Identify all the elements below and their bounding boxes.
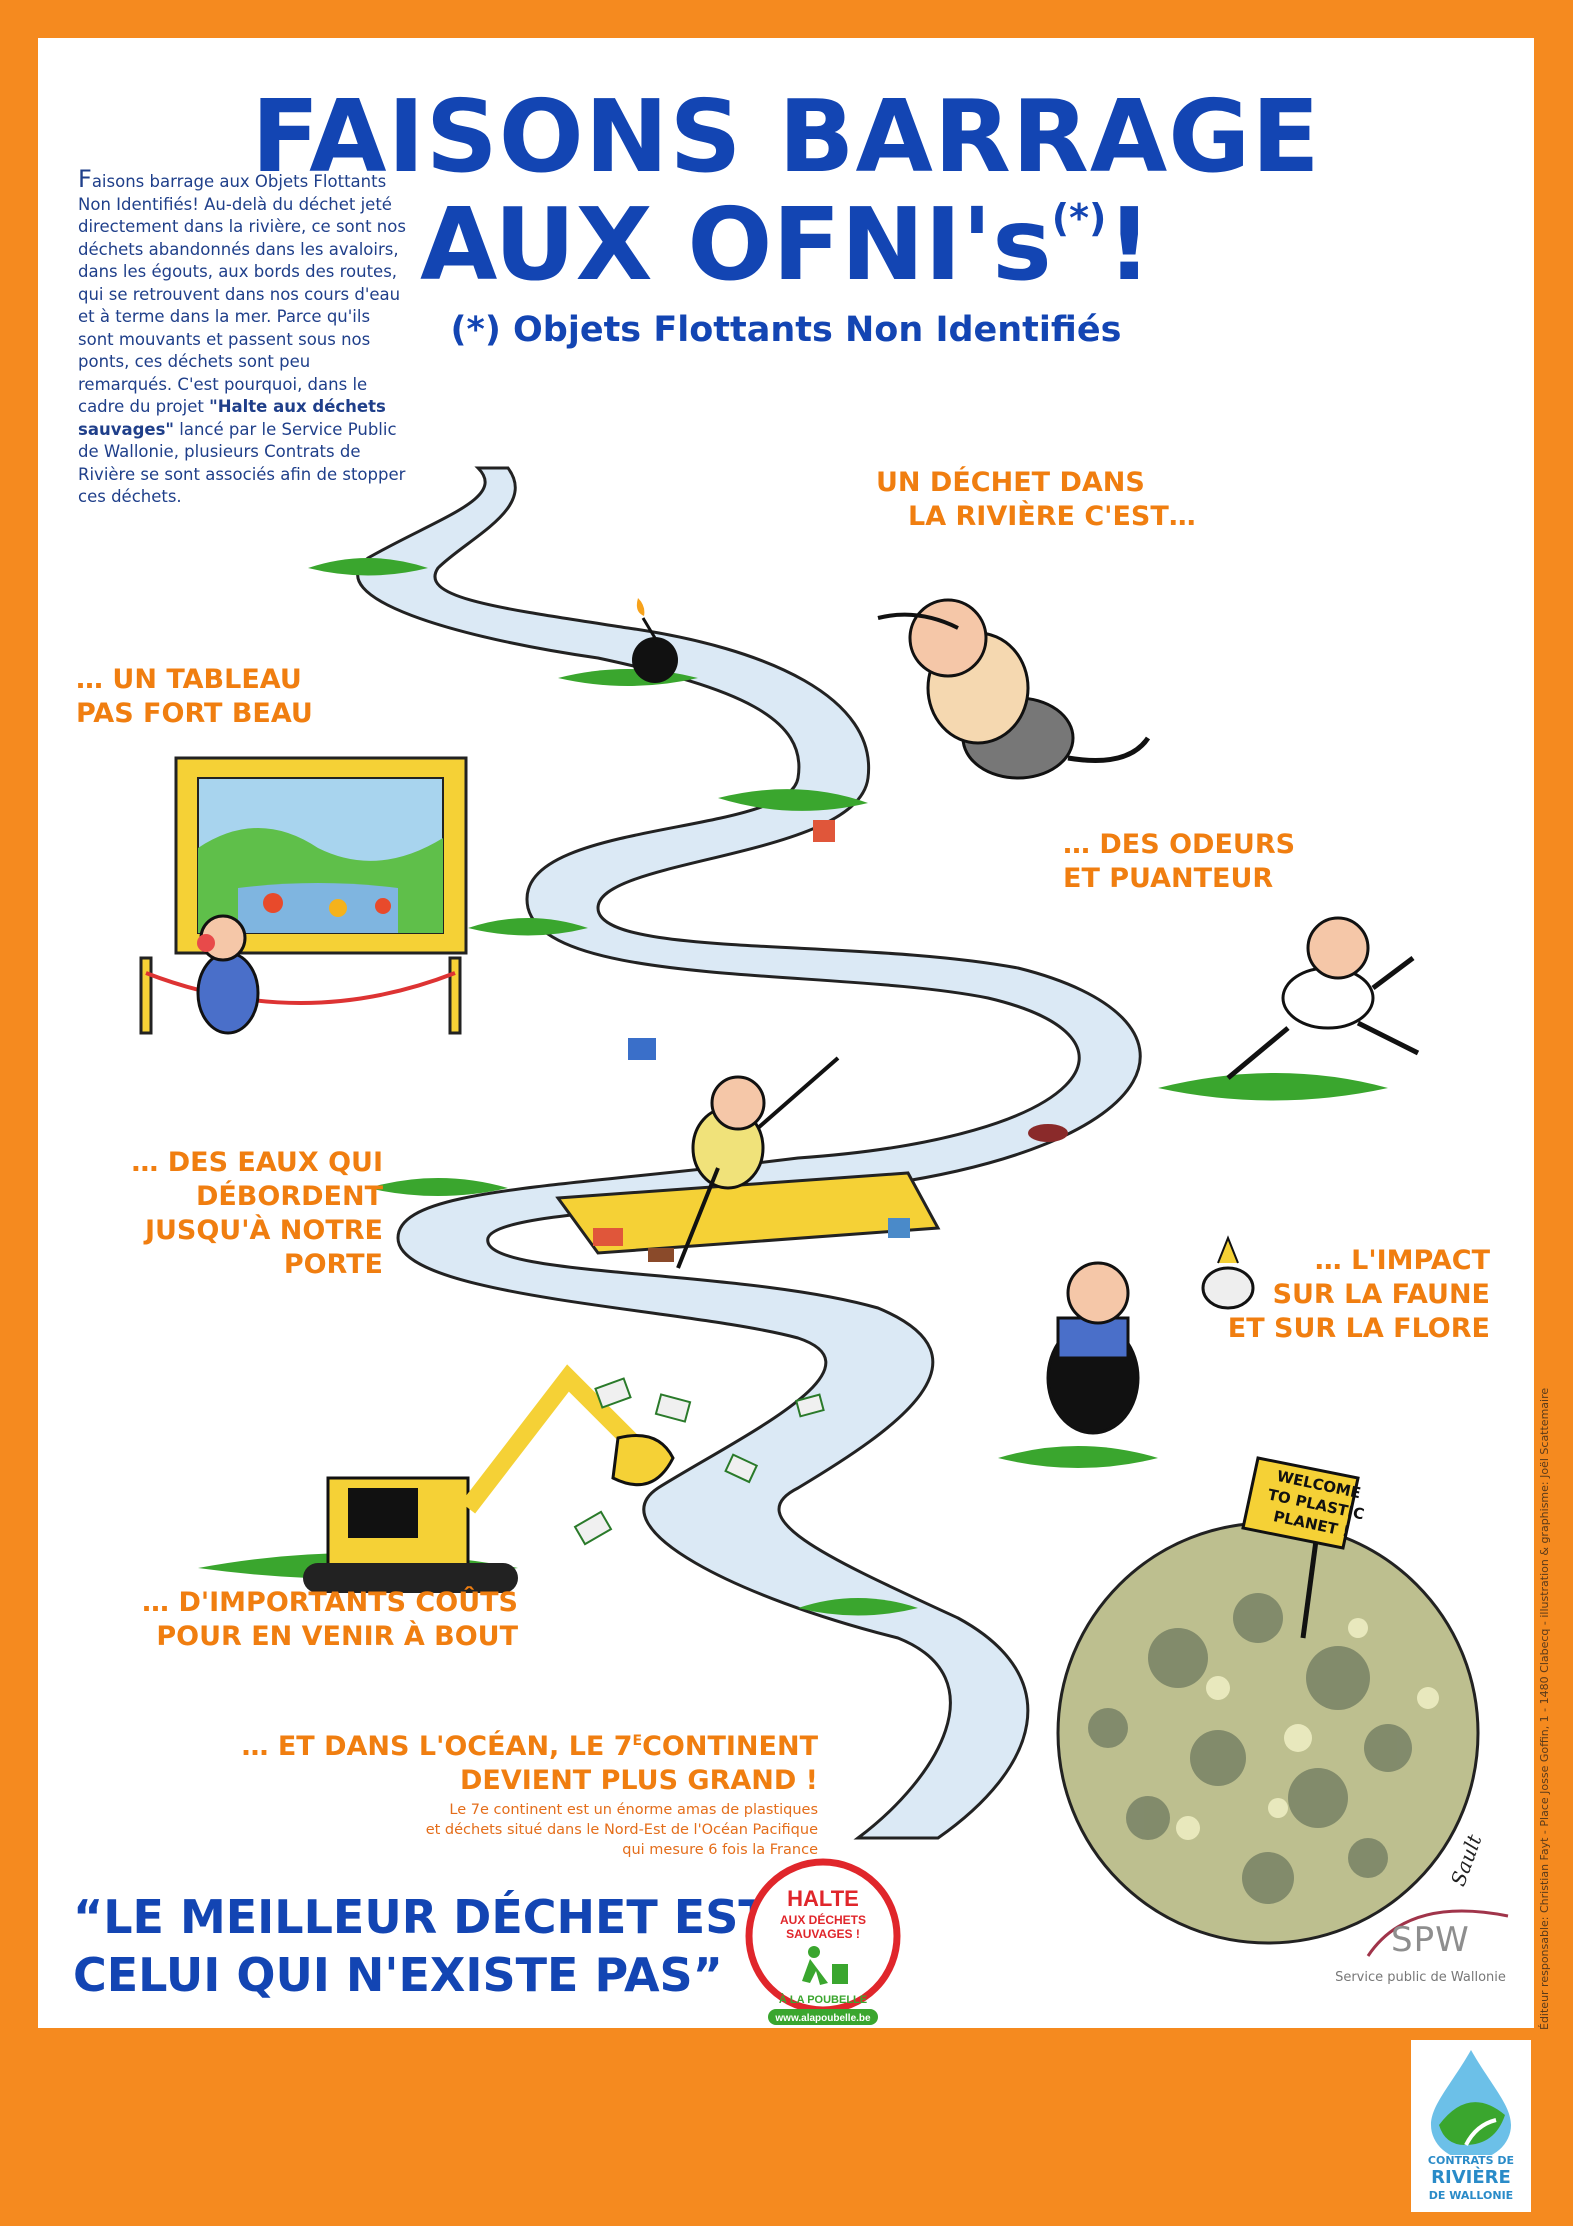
- intro-text-2: lancé par le Service Public de Wallonie,…: [78, 419, 406, 507]
- halte-url: www.alapoubelle.be: [774, 2013, 871, 2024]
- caption-impact: … L'IMPACT SUR LA FAUNE ET SUR LA FLORE: [1138, 1244, 1490, 1346]
- halte-line-4: À LA POUBELLE: [779, 1993, 867, 2006]
- title-asterisk-note: (*): [1051, 196, 1107, 240]
- caption-river-l1: UN DÉCHET DANS: [876, 467, 1145, 498]
- caption-odeurs: … DES ODEURS ET PUANTEUR: [1063, 828, 1295, 896]
- bird-man-figure: [1046, 1235, 1255, 1435]
- intro-paragraph: Faisons barrage aux Objets Flottants Non…: [78, 165, 408, 509]
- poster-sheet: WELCOME TO PLASTIC PLANET ! Sault FAISON…: [38, 38, 1534, 2028]
- caption-couts-l2: POUR EN VENIR À BOUT: [156, 1621, 518, 1652]
- title-line-2-end: !: [1106, 186, 1152, 303]
- floating-debris: [593, 820, 1068, 1262]
- river-illustration: WELCOME TO PLASTIC PLANET ! Sault: [139, 466, 1487, 1945]
- intro-text-1: aisons barrage aux Objets Flottants Non …: [78, 172, 406, 416]
- continent-note-l1: Le 7e continent est un énorme amas de pl…: [449, 1802, 818, 1818]
- caption-eaux-l4: PORTE: [283, 1249, 383, 1280]
- plastic-planet: [1056, 1521, 1480, 1945]
- intro-dropcap: F: [78, 165, 92, 193]
- caption-ocean: … ET DANS L'OCÉAN, LE 7ECONTINENT DEVIEN…: [188, 1724, 818, 1798]
- museum-barrier: [139, 956, 462, 1035]
- continent-note: Le 7e continent est un énorme amas de pl…: [338, 1800, 818, 1860]
- slogan-line-2: CELUI QUI N'EXISTE PAS”: [73, 1948, 723, 2002]
- visitor-figure: [196, 914, 260, 1035]
- painting: [174, 756, 468, 955]
- editor-line: Éditeur responsable: Christian Fayt - Pl…: [1538, 1387, 1551, 2030]
- river: [356, 466, 1142, 1840]
- caption-river: UN DÉCHET DANS LA RIVIÈRE C'EST…: [758, 466, 1228, 534]
- title-line-2-text: AUX OFNI's: [419, 186, 1052, 303]
- caption-tableau-l2: PAS FORT BEAU: [76, 698, 313, 729]
- halte-line-1: HALTE: [787, 1886, 859, 1911]
- caption-ocean-l1sup: E: [632, 1733, 643, 1749]
- title-subtitle: (*) Objets Flottants Non Identifiés: [450, 310, 1122, 350]
- caption-impact-l2: SUR LA FAUNE: [1272, 1279, 1490, 1310]
- caption-ocean-l1: … ET DANS L'OCÉAN, LE 7ECONTINENT: [188, 1724, 818, 1764]
- caption-eaux-l2: DÉBORDENT: [195, 1181, 383, 1212]
- caption-impact-l3: ET SUR LA FLORE: [1227, 1313, 1490, 1344]
- trash-person-icon: [802, 1946, 848, 1985]
- continent-note-l3: qui mesure 6 fois la France: [622, 1842, 818, 1858]
- spw-logo: SPW Service public de Wallonie: [1328, 1898, 1513, 2018]
- caption-ocean-l1b: CONTINENT: [642, 1731, 818, 1762]
- halte-logo: HALTE AUX DÉCHETS SAUVAGES ! À LA POUBEL…: [745, 1858, 901, 2025]
- cr-line-1: CONTRATS DE: [1427, 2154, 1515, 2167]
- caption-odeurs-l2: ET PUANTEUR: [1063, 863, 1274, 894]
- caption-tableau: … UN TABLEAU PAS FORT BEAU: [76, 663, 313, 731]
- slogan-line-1: “LE MEILLEUR DÉCHET EST: [73, 1890, 770, 1944]
- continent-note-l2: et déchets situé dans le Nord-Est de l'O…: [425, 1822, 818, 1838]
- artist-signature: Sault: [1446, 1830, 1487, 1889]
- bomb-icon: [632, 598, 678, 683]
- plastic-planet-sign: WELCOME TO PLASTIC PLANET !: [1241, 1456, 1366, 1639]
- caption-ocean-l2: DEVIENT PLUS GRAND !: [459, 1765, 818, 1796]
- caption-river-l2: LA RIVIÈRE C'EST…: [908, 501, 1196, 532]
- spw-swoosh-icon: [1366, 1909, 1509, 1957]
- cr-line-2: RIVIÈRE: [1431, 2167, 1511, 2188]
- caption-eaux-l1: … DES EAUX QUI: [131, 1147, 383, 1178]
- caption-ocean-l1a: … ET DANS L'OCÉAN, LE 7: [241, 1731, 633, 1762]
- caption-eaux-l3: JUSQU'À NOTRE: [144, 1215, 383, 1246]
- caption-odeurs-l1: … DES ODEURS: [1063, 829, 1296, 860]
- caption-eaux: … DES EAUX QUI DÉBORDENT JUSQU'À NOTRE P…: [78, 1146, 383, 1282]
- intro-project-name: "Halte aux déchets sauvages": [78, 397, 386, 439]
- water-drop-icon: [1431, 2050, 1511, 2155]
- running-man-figure: [1226, 916, 1420, 1080]
- halte-line-3: SAUVAGES !: [786, 1927, 860, 1941]
- title-line-1: FAISONS BARRAGE: [251, 78, 1321, 195]
- caption-tableau-l1: … UN TABLEAU: [76, 664, 302, 695]
- spw-word: SPW: [1391, 1920, 1470, 1960]
- slogan: “LE MEILLEUR DÉCHET EST CELUI QUI N'EXIS…: [73, 1888, 770, 2004]
- caption-couts: … D'IMPORTANTS COÛTS POUR EN VENIR À BOU…: [138, 1586, 518, 1654]
- caption-couts-l1: … D'IMPORTANTS COÛTS: [142, 1587, 518, 1618]
- raft: [555, 1056, 941, 1269]
- throwing-man-figure: [877, 598, 1151, 780]
- excavator: [303, 1364, 675, 1593]
- cr-line-3: DE WALLONIE: [1428, 2189, 1514, 2202]
- flying-bills: [573, 1377, 825, 1546]
- title-line-2: AUX OFNI's(*)!: [38, 186, 1534, 303]
- spw-subtitle: Service public de Wallonie: [1335, 1970, 1506, 1985]
- caption-impact-l1: … L'IMPACT: [1314, 1245, 1490, 1276]
- halte-line-2: AUX DÉCHETS: [780, 1912, 866, 1927]
- contrats-riviere-logo: CONTRATS DE RIVIÈRE DE WALLONIE: [1411, 2040, 1531, 2212]
